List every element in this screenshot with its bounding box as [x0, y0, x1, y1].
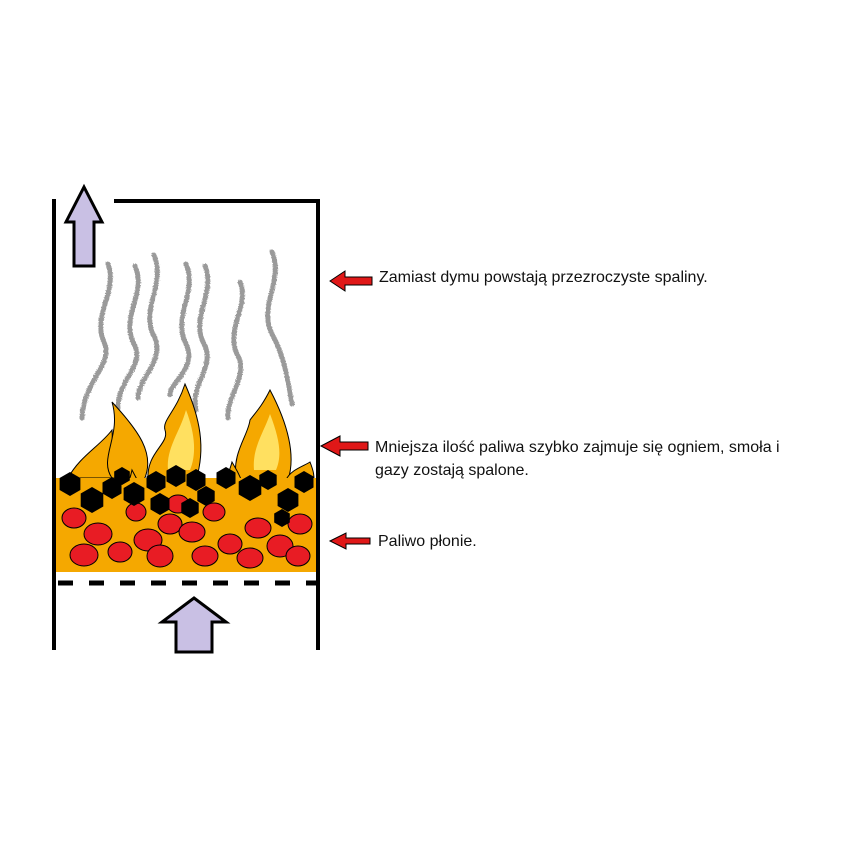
- glowing-fuel-piece: [285, 545, 311, 567]
- flame: [107, 401, 149, 481]
- fresh-fuel-piece: [102, 477, 122, 499]
- flame: [167, 410, 195, 470]
- fresh-fuel-piece: [259, 470, 277, 490]
- flame: [253, 414, 280, 470]
- left-arrow-icon: [329, 270, 373, 292]
- wisp: [225, 279, 245, 421]
- wisp: [167, 261, 192, 399]
- ignition-label: Mniejsza ilość paliwa szybko zajmuje się…: [375, 439, 780, 479]
- glowing-fuel-piece: [125, 502, 147, 522]
- right-wall: [114, 199, 320, 650]
- up-arrow-icon: [157, 596, 231, 654]
- glowing-fuel-piece: [178, 521, 206, 543]
- fuel-bed: [56, 465, 316, 572]
- fresh-fuel-piece: [146, 471, 166, 493]
- stove-walls: [52, 199, 320, 650]
- burning-label: Paliwo płonie.: [378, 533, 477, 550]
- fresh-fuel-piece: [197, 486, 215, 506]
- glowing-fuel-piece: [217, 533, 243, 555]
- glowing-fuel-piece: [287, 513, 313, 535]
- glowing-fuel-piece: [61, 507, 87, 529]
- fresh-fuel-pieces: [59, 465, 314, 527]
- fresh-fuel-piece: [80, 487, 104, 513]
- fresh-fuel-piece: [216, 467, 236, 489]
- wisp: [192, 263, 211, 413]
- fresh-fuel-piece: [114, 467, 130, 485]
- glowing-fuel-piece: [202, 502, 226, 522]
- glowing-fuel-piece: [236, 547, 264, 569]
- wisp: [135, 252, 160, 401]
- fresh-fuel-piece: [123, 482, 145, 506]
- glowing-fuel-piece: [107, 541, 133, 563]
- fresh-fuel-piece: [181, 498, 199, 518]
- wisp: [79, 261, 113, 421]
- glowing-fuel-piece: [191, 545, 219, 567]
- wisp: [265, 249, 295, 407]
- glowing-fuel-piece: [266, 534, 294, 558]
- wisp: [115, 263, 141, 415]
- fresh-fuel-piece: [294, 471, 314, 493]
- flue-gas-label: Zamiast dymu powstają przezroczyste spal…: [379, 269, 708, 286]
- up-arrow-icon: [63, 183, 105, 268]
- fresh-fuel-piece: [166, 465, 186, 487]
- glowing-fuel-piece: [146, 544, 174, 568]
- glowing-fuel-piece: [157, 513, 183, 535]
- glowing-fuel-pieces: [61, 494, 313, 569]
- fresh-fuel-piece: [238, 475, 262, 501]
- fresh-fuel-piece: [277, 488, 299, 512]
- flue-gas-wisps: [79, 249, 295, 421]
- left-arrow-icon: [328, 532, 371, 550]
- glowing-fuel-piece: [83, 522, 113, 546]
- fresh-fuel-piece: [150, 493, 170, 515]
- fresh-fuel-piece: [274, 509, 290, 527]
- glowing-fuel-piece: [69, 543, 99, 567]
- glowing-fuel-piece: [244, 517, 272, 539]
- fresh-fuel-piece: [186, 469, 206, 491]
- fresh-fuel-piece: [59, 472, 81, 496]
- left-arrow-icon: [319, 435, 369, 457]
